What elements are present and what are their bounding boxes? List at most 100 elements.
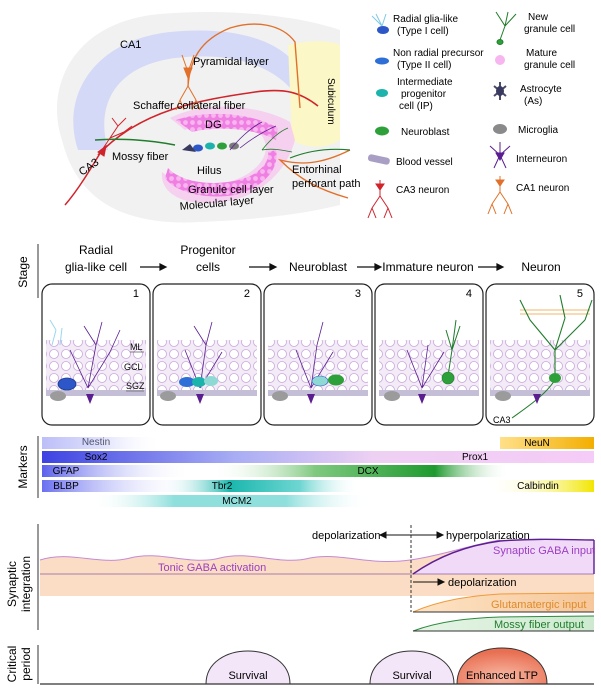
mossy-fiber-label: Mossy fiber <box>112 151 169 163</box>
legend-astrocyte-2: (As) <box>524 96 542 107</box>
perforant-path-label-2: perforant path <box>292 178 361 190</box>
stage-panel-1: 1 ML GCL SGZ <box>41 283 151 426</box>
mossy-output-label: Mossy fiber output <box>494 619 584 631</box>
subiculum-label: Subiculum <box>325 78 336 125</box>
granule-cell-layer-label: Granule cell layer <box>188 184 274 196</box>
synaptic-row-label-2: integration <box>19 556 33 612</box>
schaffer-collateral-fiber <box>97 89 319 156</box>
critical-row-label-2: period <box>19 647 33 680</box>
legend: Radial glia-like (Type I cell) Non radia… <box>367 11 575 219</box>
synaptic-gaba-label: Synaptic GABA input <box>493 545 595 557</box>
marker-blbp-bar <box>42 480 192 492</box>
legend-astrocyte-1: Astrocyte <box>520 84 562 95</box>
marker-dcx-label: DCX <box>357 466 378 477</box>
critical-row: Critical period Survival Survival Enhanc… <box>5 645 594 685</box>
survival-1-label: Survival <box>228 670 267 682</box>
ca1-neuron-icon <box>175 54 201 111</box>
legend-intermediate-2: progenitor <box>401 89 447 100</box>
panel-3-number: 3 <box>355 288 361 300</box>
legend-ca3-neuron: CA3 neuron <box>396 185 449 196</box>
interneuron-icon <box>489 142 511 169</box>
non-radial-precursor-icon <box>375 57 389 65</box>
legend-radial-glia-2: (Type I cell) <box>397 26 449 37</box>
marker-neun-label: NeuN <box>524 438 550 449</box>
markers-row: Markers Nestin NeuN Sox2 Prox1 GFAP DCX … <box>16 436 594 507</box>
tonic-gaba-label: Tonic GABA activation <box>158 562 266 574</box>
depolarization-arrow-2 <box>413 578 446 586</box>
legend-non-radial-2: (Type II cell) <box>397 60 451 71</box>
layer-ml-label: ML <box>130 342 143 352</box>
synaptic-row: Synaptic integration depolarization hype… <box>5 524 595 632</box>
survival-1-area <box>205 650 291 685</box>
depolarization-label: depolarization <box>312 530 381 542</box>
marker-neun-bar <box>500 437 594 449</box>
panel-5-number: 5 <box>577 288 583 300</box>
panel-1-number: 1 <box>133 288 139 300</box>
stage-5-title: Neuron <box>521 260 560 274</box>
legend-intermediate-3: cell (IP) <box>399 101 433 112</box>
synaptic-gaba-area <box>413 539 594 574</box>
polarization-arrows <box>378 531 445 539</box>
stage-row-label: Stage <box>16 256 30 288</box>
marker-mcm2-bar <box>90 495 370 507</box>
pyramidal-layer-label: Pyramidal layer <box>193 56 269 68</box>
legend-interneuron: Interneuron <box>516 154 567 165</box>
legend-ca1-neuron: CA1 neuron <box>516 183 569 194</box>
legend-mature-granule-1: Mature <box>526 48 558 59</box>
marker-mcm2-label: MCM2 <box>222 496 252 507</box>
stage-row: Stage Radial glia-like cell Progenitor c… <box>16 243 561 298</box>
granule-cell-layer-lower <box>165 150 277 197</box>
mature-granule-cell-icon <box>495 55 505 65</box>
astrocyte-icon <box>493 82 507 100</box>
perforant-path <box>277 149 351 199</box>
microglia-icon <box>493 124 507 134</box>
legend-neuroblast: Neuroblast <box>401 127 450 138</box>
stage-1-title-2: glia-like cell <box>65 260 127 274</box>
stage-panel-5: 5 CA3 <box>485 283 595 426</box>
ca3-red-axon <box>64 149 103 206</box>
schaffer-label: Schaffer collateral fiber <box>133 100 246 112</box>
marker-calbindin-label: Calbindin <box>517 481 559 492</box>
marker-gfap-bar <box>42 465 192 477</box>
legend-blood-vessel: Blood vessel <box>396 157 453 168</box>
layer-gcl-label: GCL <box>124 362 143 372</box>
mossy-fiber-path <box>94 138 176 146</box>
mossy-output-area <box>413 616 594 631</box>
stage-arrows <box>140 263 505 271</box>
dg-label: DG <box>205 119 222 131</box>
subiculum-region <box>288 41 340 147</box>
stage-4-title: Immature neuron <box>382 260 473 274</box>
dg-cells-icon <box>182 121 293 153</box>
glutamatergic-label: Glutamatergic input <box>491 599 586 611</box>
new-granule-cell-icon <box>495 11 517 45</box>
panel-5-ca3-label: CA3 <box>493 415 511 425</box>
ca1-axon <box>187 23 301 109</box>
stage-panel-2: 2 <box>152 283 262 426</box>
legend-new-granule-2: granule cell <box>524 24 575 35</box>
ca3-neuron-legend-icon <box>367 180 393 219</box>
marker-blbp-label: BLBP <box>53 481 79 492</box>
radial-glia-icon <box>371 13 389 34</box>
marker-nestin-bar <box>42 437 162 449</box>
legend-non-radial-1: Non radial precursor <box>393 48 484 59</box>
hilus-label: Hilus <box>197 165 222 177</box>
ca1-label: CA1 <box>120 39 141 51</box>
synaptic-gaba-line <box>412 538 595 575</box>
legend-radial-glia-1: Radial glia-like <box>393 14 458 25</box>
legend-microglia: Microglia <box>518 125 558 136</box>
blood-vessel-icon <box>367 154 390 165</box>
marker-tbr2-bar <box>160 480 360 492</box>
depolarization-2-label: depolarization <box>448 577 517 589</box>
layer-sgz-label: SGZ <box>126 381 145 391</box>
stage-panels: 1 ML GCL SGZ 2 3 <box>41 283 595 426</box>
marker-gfap-label: GFAP <box>53 466 80 477</box>
legend-intermediate-1: Intermediate <box>397 77 453 88</box>
panel-2-number: 2 <box>244 288 250 300</box>
marker-calbindin-bar <box>486 480 594 492</box>
critical-row-label-1: Critical <box>5 646 19 683</box>
stage-2-title-1: Progenitor <box>180 243 235 257</box>
legend-mature-granule-2: granule cell <box>524 60 575 71</box>
granule-cell-layer <box>176 113 278 140</box>
ca-region-band <box>73 30 300 150</box>
